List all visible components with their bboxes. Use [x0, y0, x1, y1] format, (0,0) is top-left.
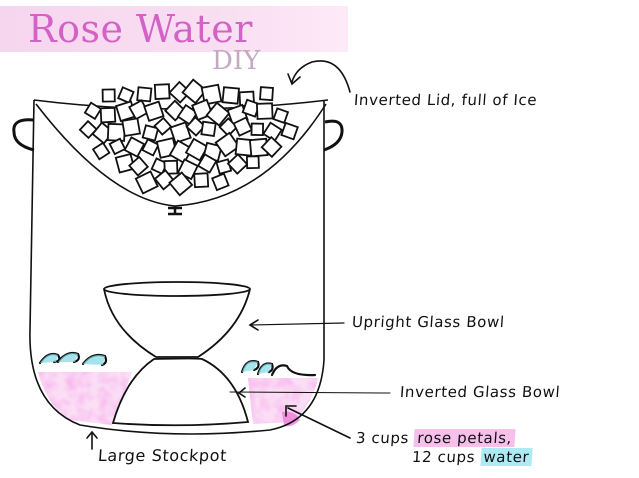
ice-cube — [153, 169, 176, 191]
arrow-ingredients — [287, 407, 351, 439]
title-band — [0, 6, 348, 52]
ice-cube — [280, 121, 299, 141]
label-inverted-lid: Inverted Lid, full of Ice — [353, 91, 538, 109]
ice-cube — [114, 152, 136, 174]
ice-cube — [101, 88, 116, 103]
arrow-lid — [291, 60, 351, 93]
ice-cube — [221, 86, 240, 105]
ice-cube — [163, 159, 179, 175]
ice-cube — [128, 155, 150, 177]
ice-cube — [99, 106, 117, 124]
ice-cube — [134, 170, 159, 195]
page-subtitle: DIY — [212, 46, 261, 76]
arrow-upright-bowl — [250, 322, 345, 326]
ice-cube — [117, 86, 135, 104]
label-inverted-glass-bowl: Inverted Glass Bowl — [399, 383, 561, 401]
ice-cube — [272, 107, 290, 125]
ingredient-rose-petals: rose petals, — [413, 429, 516, 447]
pot-handle-left — [12, 118, 35, 152]
ice-cube — [108, 137, 127, 156]
label-large-stockpot: Large Stockpot — [97, 446, 228, 465]
page-title: Rose Water — [28, 7, 253, 51]
ice-cube — [91, 141, 111, 161]
ice-cube — [123, 136, 146, 158]
ice-cube — [214, 131, 241, 158]
ice-cube — [250, 122, 265, 137]
ice-cube — [143, 100, 165, 123]
upright-glass-bowl — [103, 281, 251, 358]
ice-cube — [245, 155, 260, 170]
ingredient-qty-water: 12 cups — [411, 448, 476, 466]
ice-cube — [153, 116, 173, 136]
ice-cube — [255, 102, 274, 120]
ingredient-water: water — [479, 448, 533, 466]
ice-cube — [259, 86, 274, 102]
ice-cube — [232, 116, 253, 137]
ice-cube — [121, 117, 142, 138]
ice-cube — [153, 83, 171, 100]
stockpot — [12, 99, 344, 435]
ice-cube — [226, 153, 249, 175]
ice-cube — [215, 158, 233, 175]
ice-cube — [196, 153, 218, 174]
ice-cube — [168, 171, 194, 197]
ice-cube — [193, 172, 210, 189]
ice-cube — [200, 120, 217, 138]
label-ingredients-line1: 3 cups rose petals, — [355, 429, 516, 447]
ice-cube — [128, 99, 150, 121]
water-waves-left — [38, 351, 108, 367]
ice-cube — [248, 137, 269, 158]
ice-cubes — [78, 78, 299, 197]
label-upright-glass-bowl: Upright Glass Bowl — [351, 313, 506, 331]
rose-petal-water-fill — [38, 372, 318, 427]
ice-cube — [218, 117, 239, 138]
ice-cube — [136, 86, 153, 103]
arrow-inverted-bowl — [229, 391, 391, 394]
leader-arrows — [86, 60, 391, 450]
ingredient-qty-petals: 3 cups — [355, 429, 410, 447]
inverted-glass-bowl — [111, 357, 250, 427]
pot-handle-right — [323, 119, 344, 152]
ice-cube — [260, 135, 283, 159]
water-waves-right — [240, 360, 317, 377]
label-ingredients-line2: 12 cups water — [411, 448, 533, 466]
ice-cube — [211, 172, 230, 192]
